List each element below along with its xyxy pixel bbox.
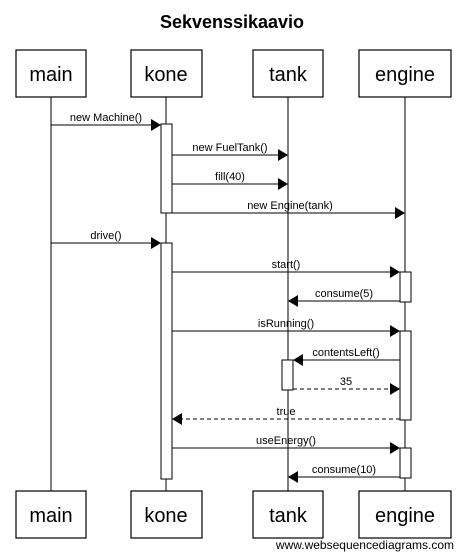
activation-engine-1 — [399, 271, 412, 303]
participant-box-main-bottom — [15, 490, 87, 539]
message-label-consume-5: consume(5) — [315, 288, 373, 300]
message-label-drive: drive() — [90, 230, 121, 242]
participant-label-kone-bottom: kone — [144, 505, 187, 527]
message-label-return-true: true — [277, 406, 296, 418]
diagram-title: Sekvenssikaavio — [160, 12, 304, 32]
arrowhead-consume-10 — [288, 471, 298, 483]
participant-box-engine-top — [358, 49, 452, 98]
message-label-new-fueltank: new FuelTank() — [192, 142, 267, 154]
participant-box-tank-top — [252, 49, 324, 98]
activation-engine-2 — [399, 330, 412, 421]
message-label-new-engine: new Engine(tank) — [247, 200, 333, 212]
arrowhead-new-engine — [395, 207, 405, 219]
arrowhead-useenergy — [390, 442, 400, 454]
participant-box-kone-bottom — [130, 490, 203, 539]
activation-kone-1 — [160, 123, 173, 214]
participant-box-main-top — [15, 49, 87, 98]
activation-tank-1 — [281, 359, 294, 391]
participant-label-engine-bottom: engine — [375, 505, 435, 527]
activation-engine-3 — [399, 447, 412, 479]
participant-label-engine-top: engine — [375, 64, 435, 86]
message-label-fill: fill(40) — [215, 171, 245, 183]
arrowhead-fill — [278, 178, 288, 190]
arrowhead-return-35 — [390, 383, 400, 395]
arrowhead-new-fueltank — [278, 149, 288, 161]
arrowhead-start — [390, 266, 400, 278]
arrowhead-drive — [151, 237, 161, 249]
participant-label-main-top: main — [29, 64, 72, 86]
arrowhead-contentsleft — [293, 354, 303, 366]
footer-watermark: www.websequencediagrams.com — [275, 538, 454, 552]
participant-box-tank-bottom — [252, 490, 324, 539]
arrowhead-consume-5 — [288, 295, 298, 307]
message-label-contentsleft: contentsLeft() — [312, 347, 379, 359]
message-label-useenergy: useEnergy() — [256, 435, 316, 447]
arrowhead-return-true — [172, 413, 182, 425]
message-label-new-machine: new Machine() — [70, 112, 142, 124]
participant-box-kone-top — [130, 49, 203, 98]
participant-label-tank-bottom: tank — [269, 505, 308, 527]
activation-kone-2 — [160, 242, 173, 480]
participant-label-tank-top: tank — [269, 64, 308, 86]
message-label-isrunning: isRunning() — [258, 318, 314, 330]
participant-label-main-bottom: main — [29, 505, 72, 527]
message-label-start: start() — [272, 259, 301, 271]
message-label-return-35: 35 — [340, 376, 352, 388]
participant-label-kone-top: kone — [144, 64, 187, 86]
arrowhead-isrunning — [390, 325, 400, 337]
arrowhead-new-machine — [151, 119, 161, 131]
message-label-consume-10: consume(10) — [312, 464, 376, 476]
participant-box-engine-bottom — [358, 490, 452, 539]
